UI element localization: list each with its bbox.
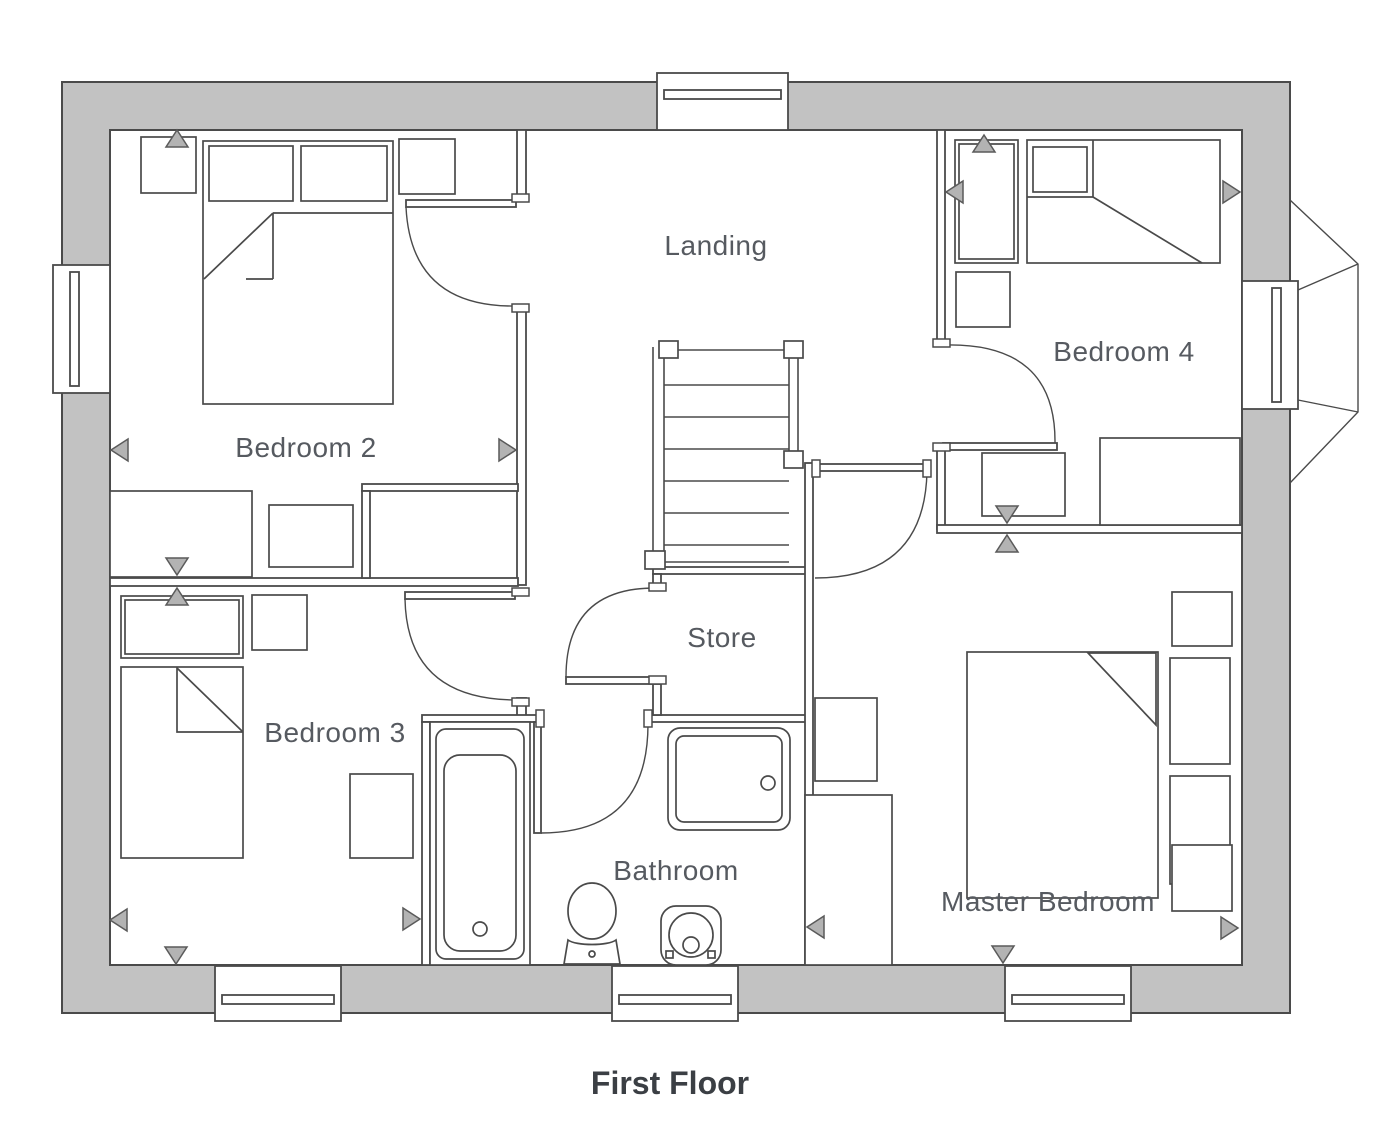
desk-icon: [1099, 437, 1241, 526]
bedside-table-icon: [981, 452, 1066, 517]
bath-icon: [429, 721, 531, 966]
room-bedroom-2: [109, 136, 456, 578]
room-label-landing: Landing: [664, 230, 767, 261]
page-title: First Floor: [591, 1065, 749, 1101]
staircase-icon: [644, 340, 804, 570]
room-bedroom-3: [120, 594, 414, 859]
bedside-table-icon: [814, 697, 878, 782]
window-icon-top: [656, 72, 789, 131]
direction-marker-icon: [944, 179, 964, 205]
door-jambs: [511, 193, 951, 728]
room-label-master-bedroom: Master Bedroom: [941, 886, 1155, 917]
room-label-bathroom: Bathroom: [613, 855, 738, 886]
direction-marker-icon: [994, 505, 1020, 525]
window-icon-left: [52, 264, 111, 394]
window-icon-right-bay: [1241, 280, 1299, 410]
window-icon-bottom-left: [214, 965, 342, 1022]
wardrobe-icon: [804, 794, 893, 966]
door-swing-icon-master-bedroom: [814, 463, 930, 579]
single-bed-icon: [1026, 139, 1221, 264]
window-icon-bottom-middle: [611, 965, 739, 1022]
window-icon-bottom-right: [1004, 965, 1132, 1022]
bedside-table-icon: [398, 138, 456, 195]
direction-marker-icon: [805, 914, 825, 940]
bedside-table-icon: [955, 271, 1011, 328]
toilet-icon: [562, 882, 622, 965]
single-bed-icon: [120, 595, 244, 859]
door-swing-icon-bedroom3: [404, 591, 518, 701]
room-label-store: Store: [687, 622, 756, 653]
basin-icon: [660, 905, 722, 966]
direction-marker-icon: [164, 128, 190, 148]
bay-window-icon: [1289, 199, 1359, 484]
door-swing-icon-bathroom: [533, 721, 649, 834]
direction-marker-icon: [402, 906, 422, 932]
direction-marker-icon: [163, 946, 189, 966]
double-bed-icon: [966, 651, 1231, 899]
door-swing-icon-bedroom4: [942, 344, 1058, 451]
door-swing-icon-bedroom2: [405, 199, 518, 307]
bedside-table-icon: [268, 504, 354, 568]
door-swing-icon-store: [565, 587, 661, 685]
room-label-bedroom-4: Bedroom 4: [1053, 336, 1194, 367]
direction-markers: [108, 128, 1242, 966]
bedside-table-icon: [1171, 844, 1233, 912]
direction-marker-icon: [108, 907, 128, 933]
direction-marker-icon: [1222, 179, 1242, 205]
wardrobe-icon: [954, 139, 1019, 264]
bedside-table-icon: [251, 594, 308, 651]
room-master-bedroom: [804, 591, 1233, 966]
direction-marker-icon: [1220, 915, 1240, 941]
chest-of-drawers-icon: [349, 773, 414, 859]
shower-tray-icon: [667, 727, 791, 831]
exterior-walls: [61, 81, 1291, 1014]
direction-marker-icon: [164, 557, 190, 577]
direction-marker-icon: [164, 586, 190, 606]
room-label-bedroom-3: Bedroom 3: [264, 717, 405, 748]
room-bedroom-4: [954, 139, 1241, 526]
direction-marker-icon: [994, 533, 1020, 553]
room-bathroom: [429, 721, 791, 966]
interior-walls: [109, 129, 1243, 966]
bedside-table-icon: [1171, 591, 1233, 647]
direction-marker-icon: [971, 133, 997, 153]
direction-marker-icon: [498, 437, 518, 463]
direction-marker-icon: [109, 437, 129, 463]
direction-marker-icon: [990, 945, 1016, 965]
room-label-bedroom-2: Bedroom 2: [235, 432, 376, 463]
double-bed-icon: [202, 140, 394, 405]
